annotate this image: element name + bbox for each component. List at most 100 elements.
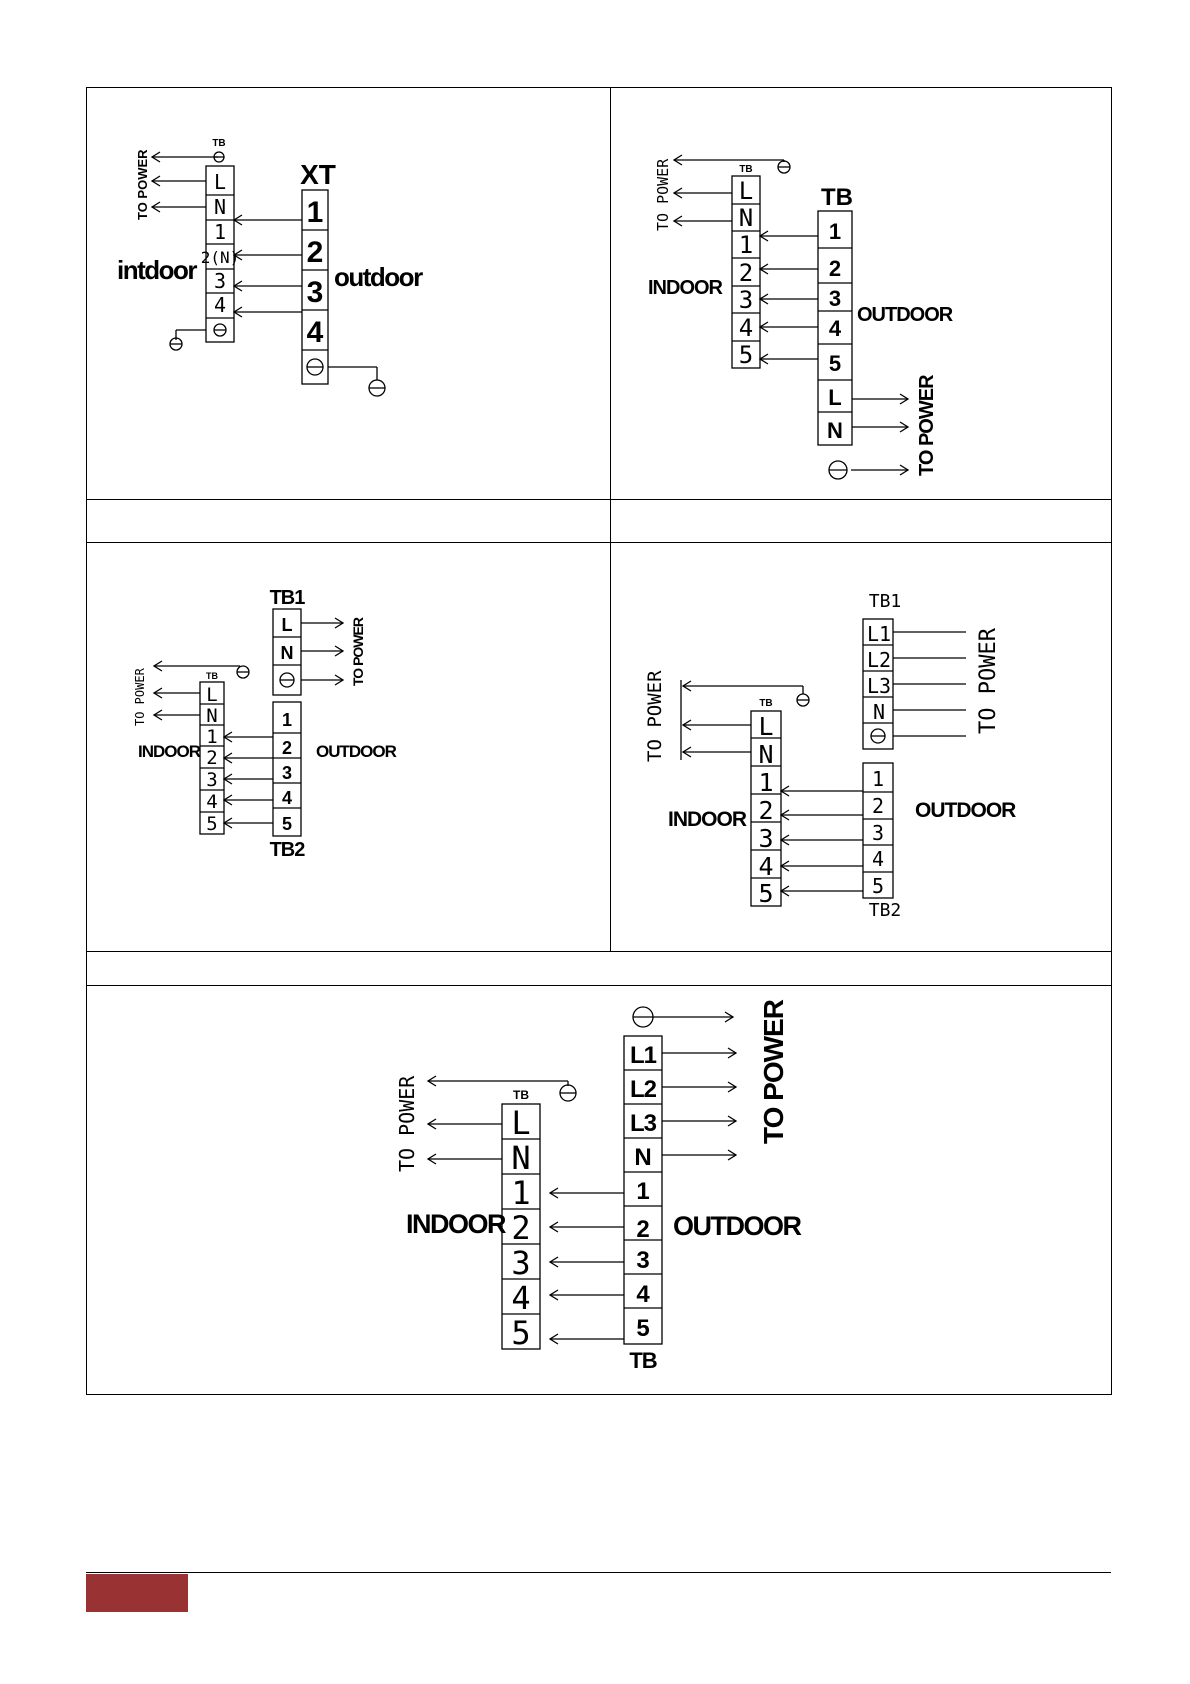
tb-block-label: TB [821, 184, 853, 211]
tb1-label: TB1 [270, 587, 306, 609]
outdoor-terminal-strip: 1 2 3 4 [301, 189, 329, 385]
indoor-terminal-label: 2 [511, 1209, 530, 1247]
indoor-terminal-label: N [214, 195, 226, 219]
tb2-label: TB2 [869, 900, 902, 921]
to-power-label: TO POWER [916, 374, 938, 476]
outdoor-terminal-label: 4 [829, 316, 842, 341]
xt-label: XT [300, 159, 336, 190]
table-row-divider [86, 985, 1112, 986]
outdoor-terminal-label: 3 [636, 1247, 649, 1274]
indoor-terminal-label: 2 [739, 259, 753, 287]
indoor-label: INDOOR [406, 1209, 506, 1239]
indoor-terminal-label: 5 [206, 813, 217, 835]
outdoor-terminal-label: 1 [282, 710, 292, 730]
outdoor-terminal-label: 5 [872, 874, 884, 898]
outdoor-terminal-label: 3 [872, 821, 884, 845]
tb1-terminal-label: N [873, 700, 885, 724]
tb1-terminal-label: L1 [867, 622, 891, 646]
indoor-label: INDOOR [648, 277, 724, 299]
tb1-terminal-strip: L1 L2 L3 N [862, 618, 894, 750]
outdoor-terminal-label: 4 [636, 1281, 650, 1308]
indoor-terminal-label: N [511, 1139, 530, 1177]
to-power-label: TO POWER [350, 617, 366, 686]
indoor-terminal-label: N [739, 204, 753, 232]
outdoor-terminal-label: 1 [872, 767, 884, 791]
indoor-terminal-label: 3 [214, 269, 226, 293]
outdoor-terminal-label: L [828, 385, 841, 410]
tb1-terminal-label: L2 [867, 648, 891, 672]
tb1-terminal-strip: L N [272, 608, 302, 696]
indoor-terminal-label: N [206, 705, 217, 727]
indoor-terminal-label: N [758, 740, 773, 769]
indoor-terminal-label: 1 [511, 1174, 530, 1212]
indoor-terminal-label: L [214, 170, 226, 194]
indoor-terminal-strip: L N 1 2 3 4 5 [199, 681, 225, 835]
table-row-divider [86, 499, 1112, 500]
outdoor-terminal-label: 2 [872, 794, 884, 818]
tb1-terminal-label: L3 [867, 674, 891, 698]
outdoor-terminal-label: 2 [829, 256, 841, 281]
outdoor-terminal-strip: 1 2 3 4 5 [862, 762, 894, 899]
outdoor-terminal-label: L1 [630, 1042, 657, 1069]
indoor-terminal-label: 2(N) [201, 248, 240, 267]
indoor-terminal-label: 2 [758, 796, 773, 825]
indoor-label: INDOOR [668, 808, 747, 831]
to-power-label: TO POWER [395, 1075, 419, 1172]
to-power-label: TO POWER [133, 667, 147, 726]
tb-label: TB [759, 698, 772, 709]
tb-label: TB [739, 164, 752, 175]
indoor-terminal-label: L [758, 712, 773, 741]
outdoor-terminal-label: 2 [282, 738, 292, 758]
indoor-terminal-strip: L N 1 2(N) 3 4 [201, 165, 240, 343]
indoor-terminal-label: 5 [758, 879, 773, 908]
to-power-label: TO POWER [758, 999, 789, 1144]
outdoor-terminal-strip: L1 L2 L3 N 1 2 3 4 5 [623, 1035, 663, 1345]
indoor-label: intdoor [117, 255, 197, 285]
indoor-terminal-label: 4 [739, 314, 753, 342]
tb1-terminal-label: L [282, 615, 293, 635]
indoor-terminal-label: 4 [206, 791, 217, 813]
tb1-label: TB1 [869, 591, 902, 612]
outdoor-terminal-label: 1 [307, 196, 324, 229]
footer-accent-bar [86, 1574, 188, 1612]
indoor-terminal-label: L [511, 1104, 530, 1142]
outdoor-terminal-label: 5 [829, 351, 841, 376]
outdoor-terminal-strip: 1 2 3 4 5 L N [817, 210, 853, 446]
tb-label: TB [206, 671, 218, 681]
outdoor-terminal-label: 3 [829, 286, 841, 311]
outdoor-terminal-label: 3 [282, 763, 292, 783]
indoor-terminal-label: 2 [206, 747, 217, 769]
to-power-label: TO POWER [976, 627, 1001, 734]
indoor-label: INDOOR [138, 742, 201, 761]
outdoor-terminal-label: 5 [282, 814, 292, 834]
table-column-divider [610, 87, 611, 951]
outdoor-terminal-label: L2 [630, 1076, 657, 1103]
table-row-divider [86, 542, 1112, 543]
outdoor-terminal-label: 4 [872, 847, 884, 871]
indoor-terminal-label: 5 [511, 1314, 530, 1352]
to-power-label: TO POWER [654, 158, 672, 231]
indoor-terminal-label: 1 [206, 726, 217, 748]
indoor-terminal-label: L [206, 684, 217, 706]
outdoor-label: OUTDOOR [316, 742, 397, 761]
indoor-terminal-label: 1 [739, 231, 753, 259]
indoor-terminal-strip: L N 1 2 3 4 5 [501, 1103, 541, 1352]
tb-label: TB [513, 1088, 529, 1102]
indoor-terminal-label: 3 [206, 769, 217, 791]
indoor-terminal-strip: L N 1 2 3 4 5 [750, 710, 782, 908]
indoor-terminal-label: 1 [214, 220, 226, 244]
indoor-terminal-label: 1 [758, 768, 773, 797]
diagram-table [86, 87, 1112, 1395]
outdoor-terminal-label: 2 [636, 1216, 649, 1243]
indoor-terminal-label: 3 [758, 824, 773, 853]
indoor-terminal-label: 3 [739, 286, 753, 314]
indoor-terminal-strip: L N 1 2 3 4 5 [731, 175, 761, 369]
outdoor-terminal-label: 1 [636, 1178, 649, 1205]
outdoor-terminal-strip: 1 2 3 4 5 [272, 701, 302, 837]
outdoor-terminal-label: 3 [307, 276, 324, 309]
outdoor-label: OUTDOOR [915, 799, 1016, 822]
